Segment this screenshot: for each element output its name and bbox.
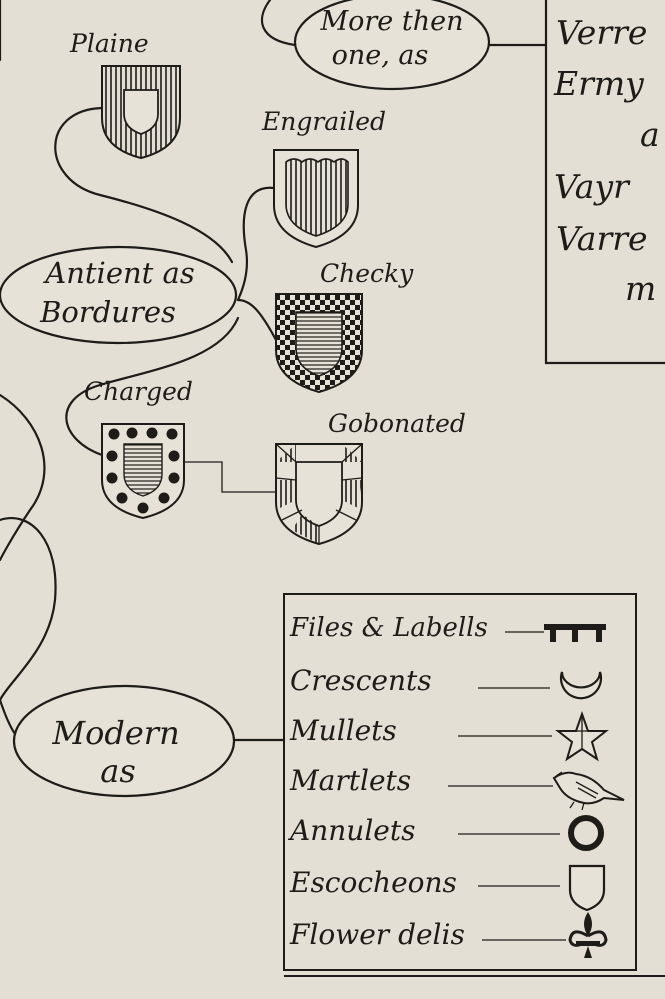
antient-line2: Bordures xyxy=(39,295,176,329)
checky-item: Checky xyxy=(275,259,414,394)
right-box-line-3: a xyxy=(640,115,660,154)
antient-bordures-oval: Antient as Bordures xyxy=(0,245,238,345)
more-then-line2: one, as xyxy=(332,40,429,71)
fleur-de-lis-icon xyxy=(568,912,608,958)
modern-item-martlets: Martlets xyxy=(289,764,411,797)
modern-item-escocheons: Escocheons xyxy=(289,866,457,899)
more-then-one-oval: More then one, as xyxy=(293,0,491,91)
modern-item-files-labells: Files & Labells xyxy=(289,613,488,643)
escutcheon-icon xyxy=(568,864,606,912)
right-box-line-1: Verre xyxy=(556,13,647,52)
charged-item: Charged xyxy=(84,377,193,520)
crescent-icon xyxy=(559,671,603,700)
annulet-ring-icon xyxy=(568,815,604,851)
checky-label: Checky xyxy=(320,259,414,288)
charged-label: Charged xyxy=(84,377,193,406)
plain-bordure-shield-icon xyxy=(101,65,181,160)
charged-bordure-shield-icon xyxy=(101,423,185,520)
modern-line2: as xyxy=(100,752,136,790)
modern-oval: Modern as xyxy=(12,684,236,798)
more-then-line1: More then xyxy=(320,6,464,37)
modern-line1: Modern xyxy=(51,714,179,752)
mullet-star-icon xyxy=(555,710,609,762)
right-box-line-4: Vayr xyxy=(554,167,631,206)
engrailed-item: Engrailed xyxy=(261,107,386,249)
martlet-bird-icon xyxy=(552,771,625,811)
gobonated-label: Gobonated xyxy=(328,409,466,438)
modern-item-crescents: Crescents xyxy=(290,664,432,697)
right-box-line-5: Varre xyxy=(556,219,648,258)
modern-item-mullets: Mullets xyxy=(289,714,397,747)
right-box-line-2: Ermy xyxy=(553,64,644,103)
right-box: Verre Ermy a Vayr Varre m xyxy=(544,0,665,365)
modern-charges-box: Files & Labells Crescents Mullets Martle… xyxy=(283,593,665,977)
right-box-line-6: m xyxy=(625,269,656,308)
plaine-label: Plaine xyxy=(69,29,149,58)
engrailed-label: Engrailed xyxy=(261,107,386,136)
modern-item-annulets: Annulets xyxy=(287,814,415,847)
label-icon xyxy=(544,624,606,642)
connector-lines xyxy=(0,0,566,941)
checky-bordure-shield-icon xyxy=(275,293,363,394)
antient-line1: Antient as xyxy=(42,256,194,290)
plaine-item: Plaine xyxy=(69,29,181,160)
modern-item-flower-delis: Flower delis xyxy=(289,918,465,951)
gobonated-bordure-shield-icon xyxy=(275,443,363,546)
gobonated-item: Gobonated xyxy=(275,409,466,546)
engrailed-bordure-shield-icon xyxy=(273,149,359,249)
